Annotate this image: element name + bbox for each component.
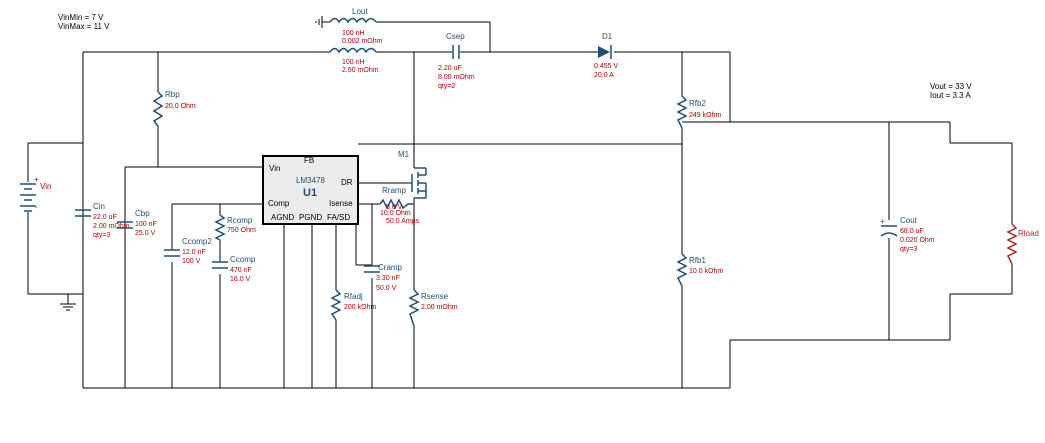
spec-vout: Vout = 33 V xyxy=(930,82,972,91)
ccomp2-capacitor-symbol[interactable] xyxy=(164,249,180,257)
vin-plus-sign: + xyxy=(34,175,39,184)
csep-value-3: qty=2 xyxy=(438,83,455,90)
rfb1-resistor-symbol[interactable] xyxy=(676,253,688,287)
cout-value-3: qty=3 xyxy=(900,246,917,253)
cramp-value-1: 3.30 nF xyxy=(376,275,400,282)
csep-name: Csep xyxy=(446,32,465,41)
d1-diode-symbol[interactable] xyxy=(598,45,612,59)
cin-name: Cin xyxy=(93,202,105,211)
cout-name: Cout xyxy=(900,216,918,225)
cout-value-1: 68.0 uF xyxy=(900,228,924,235)
rfadj-resistor-symbol[interactable] xyxy=(330,289,342,321)
rsense-name: Rsense xyxy=(421,292,449,301)
lout-value-2: 0.002 mOhm xyxy=(342,38,383,45)
cin-capacitor-symbol[interactable] xyxy=(75,209,91,217)
cbp-name: Cbp xyxy=(135,209,150,218)
wires xyxy=(27,21,1013,389)
rcomp-resistor-symbol[interactable] xyxy=(214,214,226,241)
rload-name: Rload xyxy=(1018,229,1039,238)
rcomp-name: Rcomp xyxy=(227,216,253,225)
csep-capacitor-symbol[interactable] xyxy=(452,45,460,59)
rfb1-value-1: 10.0 kOhm xyxy=(689,268,723,275)
csep-value-1: 2.20 uF xyxy=(438,65,462,72)
cin-value-1: 22.0 uF xyxy=(93,214,117,221)
rcomp-value-1: 750 Ohm xyxy=(227,227,256,234)
rbp-resistor-symbol[interactable] xyxy=(152,91,164,127)
lout-value-4: 2.60 mOhm xyxy=(342,67,379,74)
vin-minus-sign: - xyxy=(35,203,38,212)
rramp-value-1: 10.0 Ohm xyxy=(380,210,411,217)
rfb2-value-1: 249 kOhm xyxy=(689,112,721,119)
rfadj-name: Rfadj xyxy=(344,292,363,301)
ccomp-name: Ccomp xyxy=(230,255,256,264)
cout-value-2: 0.020 Ohm xyxy=(900,237,935,244)
m1-mosfet-symbol[interactable] xyxy=(411,167,427,199)
rload-resistor-symbol[interactable] xyxy=(1006,223,1018,265)
csep-value-2: 8.00 mOhm xyxy=(438,74,475,81)
rramp-value-2: 0.0 V xyxy=(386,204,403,211)
cbp-value-2: 25.0 V xyxy=(135,230,156,237)
lout-value-3: 100 nH xyxy=(342,59,365,66)
d1-name: D1 xyxy=(602,32,613,41)
ccomp-value-1: 470 nF xyxy=(230,267,252,274)
m1-name: M1 xyxy=(398,150,410,159)
ccomp2-value-1: 12.0 nF xyxy=(182,249,206,256)
spec-vin-max: VinMax = 11 V xyxy=(58,22,110,31)
cbp-capacitor-symbol[interactable] xyxy=(117,221,133,229)
ic-pin-fb: FB xyxy=(304,156,314,165)
ic-u1-body[interactable] xyxy=(262,155,359,225)
ground-symbol-top xyxy=(315,16,323,28)
cin-value-3: qty=3 xyxy=(93,232,110,239)
cout-capacitor-symbol[interactable] xyxy=(880,225,898,237)
cramp-value-2: 50.0 V xyxy=(376,285,397,292)
ic-pin-isense: Isense xyxy=(329,199,353,208)
cramp-name: Cramp xyxy=(378,263,403,272)
rfb2-name: Rfb2 xyxy=(689,99,706,108)
cout-plus-sign: + xyxy=(880,217,885,226)
ccomp2-name: Ccomp2 xyxy=(182,237,212,246)
spec-vin-min: VinMin = 7 V xyxy=(58,13,104,22)
spec-iout: Iout = 3.3 A xyxy=(930,91,971,100)
rbp-name: Rbp xyxy=(165,90,180,99)
rfb2-resistor-symbol[interactable] xyxy=(676,95,688,129)
ic-part-number: LM3478 xyxy=(296,176,325,185)
ic-pin-comp: Comp xyxy=(268,199,290,208)
rbp-value-1: 20.0 Ohm xyxy=(165,103,196,110)
rfadj-value-1: 200 kOhm xyxy=(344,304,376,311)
rramp-name: Rramp xyxy=(382,186,407,195)
ccomp-capacitor-symbol[interactable] xyxy=(212,261,228,269)
ccomp2-value-2: 100 V xyxy=(182,258,201,265)
lout-inductor-symbol[interactable] xyxy=(329,17,377,54)
d1-value-1: 0.455 V xyxy=(594,63,618,70)
ic-pin-dr: DR xyxy=(341,178,353,187)
rramp-value-3: 50.0 Amps xyxy=(386,218,420,225)
ccomp-value-2: 16.0 V xyxy=(230,276,251,283)
ic-pin-fa-sd: FA/SD xyxy=(327,213,350,222)
lout-value-1: 100 nH xyxy=(342,30,365,37)
ic-pin-pgnd: PGND xyxy=(299,213,322,222)
rramp-resistor-symbol[interactable] xyxy=(379,198,414,210)
vin-source-symbol[interactable] xyxy=(20,183,36,212)
rsense-resistor-symbol[interactable] xyxy=(408,289,420,327)
d1-value-2: 20.0 A xyxy=(594,72,614,79)
rfb1-name: Rfb1 xyxy=(689,256,706,265)
lout-name: Lout xyxy=(352,7,368,16)
rsense-value-1: 2.00 mOhm xyxy=(421,304,458,311)
cbp-value-1: 100 nF xyxy=(135,221,157,228)
vin-name: Vin xyxy=(40,182,51,191)
ic-designator: U1 xyxy=(303,187,317,199)
cramp-capacitor-symbol[interactable] xyxy=(364,265,380,273)
ic-pin-agnd: AGND xyxy=(271,213,294,222)
ground-symbol-bottom xyxy=(60,303,76,311)
cin-value-2: 2.00 mOhm xyxy=(93,223,130,230)
ic-pin-vin: Vin xyxy=(269,164,280,173)
